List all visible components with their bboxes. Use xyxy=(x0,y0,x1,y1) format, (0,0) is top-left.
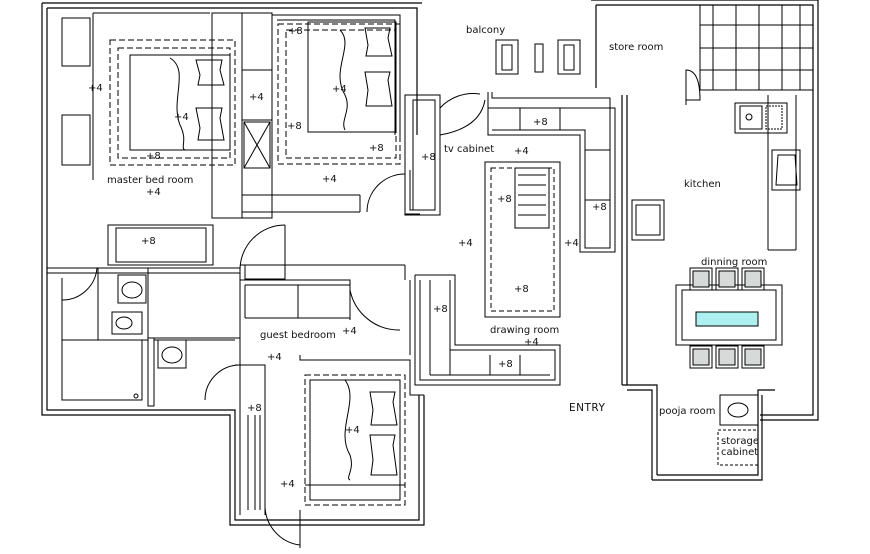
room-label-balcony: balcony xyxy=(466,25,506,36)
level-marker: +8 xyxy=(514,284,529,295)
level-marker: +4 xyxy=(280,479,295,490)
pooja-fixtures xyxy=(717,394,759,466)
room-label-tv-cabinet: tv cabinet xyxy=(444,144,495,155)
level-marker: +4 xyxy=(322,174,337,185)
level-marker: +4 xyxy=(564,238,579,249)
inner-walls xyxy=(47,12,441,515)
level-marker: +8 xyxy=(146,151,161,162)
level-marker: +4 xyxy=(458,238,473,249)
room-label-cabinet: cabinet xyxy=(721,447,759,458)
level-marker: +8 xyxy=(287,121,302,132)
outer-walls xyxy=(41,0,819,526)
room-label-storage: storage xyxy=(721,436,759,447)
level-marker: +4 xyxy=(88,83,103,94)
level-marker: +8 xyxy=(592,202,607,213)
room-label-dinning-room: dinning room xyxy=(701,257,768,268)
balcony-chairs xyxy=(495,39,581,75)
door-swings xyxy=(61,92,486,548)
room-label-pooja-room: pooja room xyxy=(659,406,716,417)
level-marker: +8 xyxy=(533,117,548,128)
bedroom-two-bed xyxy=(277,21,401,165)
dining-table-glass xyxy=(695,311,759,327)
level-marker: +4 xyxy=(146,187,161,198)
tv-area-sofa xyxy=(487,92,616,253)
level-marker: +8 xyxy=(369,143,384,154)
level-marker: +8 xyxy=(497,194,512,205)
room-label-guest-bedroom: guest bedroom xyxy=(260,330,336,341)
room-label-drawing-room: drawing room xyxy=(490,325,560,336)
kitchen-fixtures xyxy=(631,4,813,251)
bathroom-fixtures xyxy=(111,274,187,399)
level-marker: +8 xyxy=(288,26,303,37)
room-label-kitchen: kitchen xyxy=(684,179,721,190)
level-marker: +4 xyxy=(342,326,357,337)
guest-bed xyxy=(304,374,406,506)
drawing-room-carpet xyxy=(484,161,561,318)
level-marker: +4 xyxy=(345,425,360,436)
level-marker: +4 xyxy=(267,352,282,363)
room-label-entry: ENTRY xyxy=(569,402,606,414)
level-marker: +8 xyxy=(141,236,156,247)
room-label-store-room: store room xyxy=(609,42,664,53)
drawing-room-sofa xyxy=(414,274,561,386)
dining-chairs xyxy=(692,270,762,366)
level-marker: +8 xyxy=(433,304,448,315)
level-marker: +4 xyxy=(249,92,264,103)
master-bed xyxy=(109,39,236,166)
level-marker: +4 xyxy=(332,84,347,95)
level-marker: +4 xyxy=(524,337,539,348)
level-marker: +4 xyxy=(514,146,529,157)
level-marker: +4 xyxy=(174,112,189,123)
level-marker: +8 xyxy=(498,359,513,370)
level-marker: +8 xyxy=(421,152,436,163)
level-marker: +8 xyxy=(247,403,262,414)
room-label-master-bed-room: master bed room xyxy=(107,175,194,186)
